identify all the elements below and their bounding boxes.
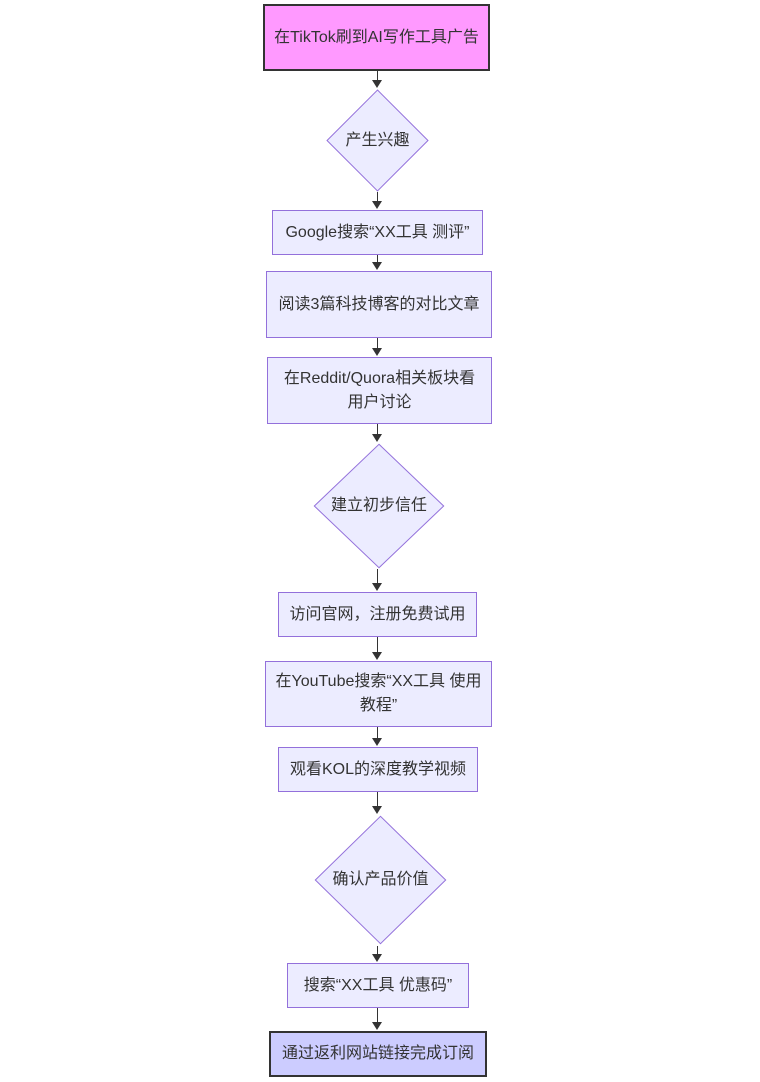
flow-node-search: Google搜索“XX工具 测评”: [272, 210, 483, 255]
edge-arrow-9: [372, 792, 382, 814]
diamond-shape: [313, 443, 445, 569]
edge-arrow-2: [372, 192, 382, 209]
flow-node-label: 访问官网，注册免费试用: [289, 605, 466, 623]
flow-node-label: 产生兴趣: [345, 131, 410, 149]
edge-arrow-5: [372, 424, 382, 442]
diamond-shape: [326, 89, 429, 192]
diamond-shape: [314, 815, 447, 945]
flow-node-youtube: 在YouTube搜索“XX工具 使用教程”: [265, 661, 492, 727]
flow-node-label: 在TikTok刷到AI写作工具广告: [274, 28, 479, 46]
flow-node-subscribe: 通过返利网站链接完成订阅: [269, 1031, 487, 1077]
flow-node-label: 确认产品价值: [332, 871, 429, 888]
edge-arrow-8: [372, 727, 382, 746]
edge-arrow-7: [372, 637, 382, 660]
flow-node-label: 在Reddit/Quora相关板块看用户讨论: [283, 369, 476, 411]
flow-node-label: 搜索“XX工具 优惠码”: [303, 976, 453, 994]
flow-node-coupon: 搜索“XX工具 优惠码”: [287, 963, 469, 1008]
flow-node-blogs: 阅读3篇科技博客的对比文章: [266, 271, 492, 338]
flow-node-interest: 产生兴趣: [326, 89, 429, 192]
edge-arrow-10: [372, 946, 382, 962]
edge-arrow-4: [372, 338, 382, 356]
flow-node-trust: 建立初步信任: [313, 443, 445, 569]
flow-node-signup: 访问官网，注册免费试用: [278, 592, 477, 637]
flow-node-label: 阅读3篇科技博客的对比文章: [278, 295, 480, 313]
flow-node-value: 确认产品价值: [314, 815, 447, 945]
edge-arrow-3: [372, 255, 382, 270]
flow-node-reddit: 在Reddit/Quora相关板块看用户讨论: [267, 357, 492, 424]
flow-node-label: 建立初步信任: [330, 497, 427, 514]
flow-node-label: 在YouTube搜索“XX工具 使用教程”: [275, 673, 482, 714]
flow-node-start: 在TikTok刷到AI写作工具广告: [263, 4, 490, 71]
edge-arrow-1: [372, 71, 382, 88]
flow-node-kol: 观看KOL的深度教学视频: [278, 747, 478, 792]
edge-arrow-6: [372, 569, 382, 591]
flow-node-label: Google搜索“XX工具 测评”: [285, 223, 470, 241]
flow-node-label: 观看KOL的深度教学视频: [289, 760, 467, 778]
flow-node-label: 通过返利网站链接完成订阅: [281, 1045, 474, 1062]
edge-arrow-11: [372, 1008, 382, 1030]
